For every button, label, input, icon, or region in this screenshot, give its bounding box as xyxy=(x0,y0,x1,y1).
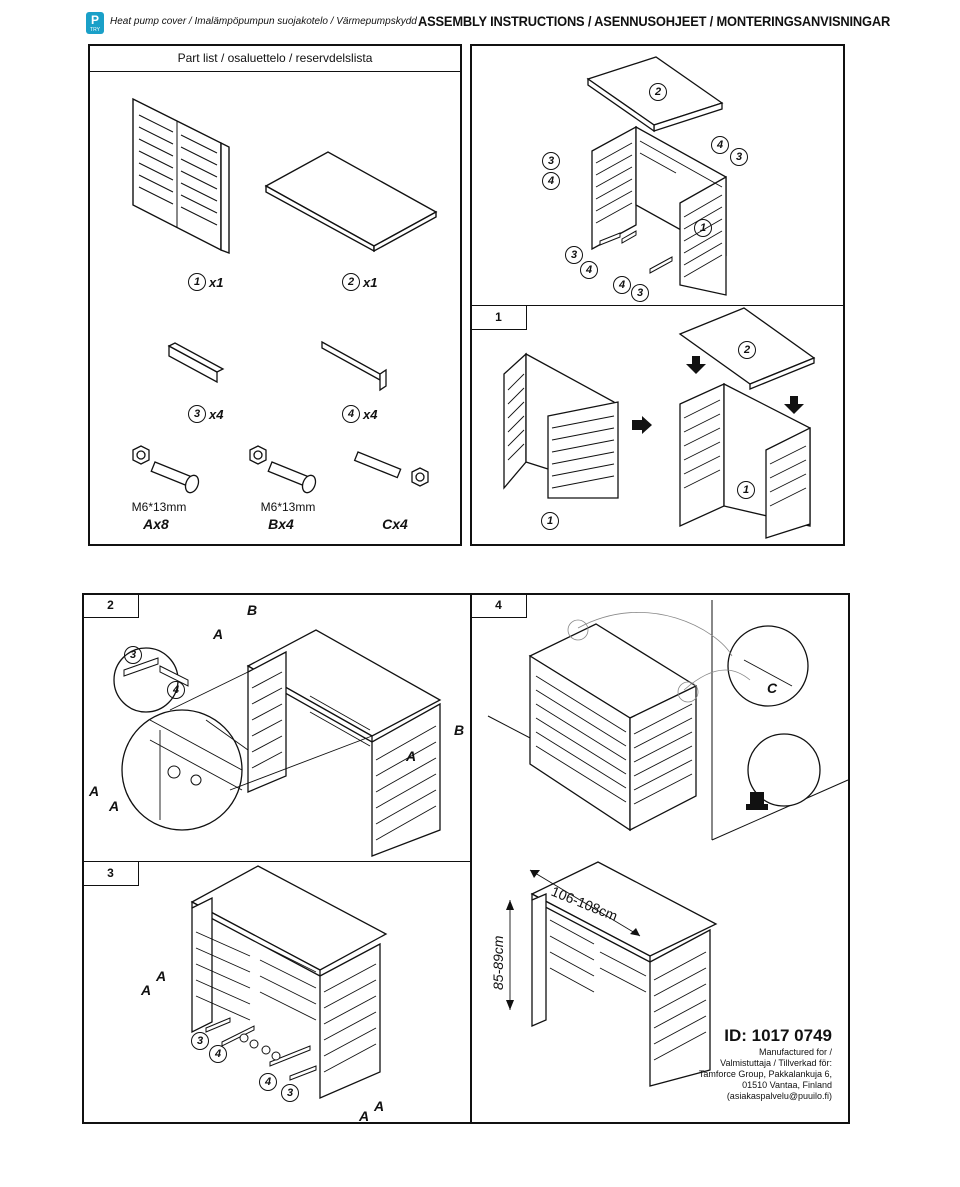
part-list-title: Part list / osaluettelo / reservdelslist… xyxy=(177,51,373,65)
mfr-line-2: Valmistuttaja / Tillverkad för: xyxy=(720,1058,832,1068)
step-1-callout-2: 2 xyxy=(738,341,756,359)
step-3-callout-4a: 4 xyxy=(209,1045,227,1063)
part-3-bracket-drawing xyxy=(167,342,225,384)
step-3-callout-3a: 3 xyxy=(191,1032,209,1050)
step-1-callout-1a: 1 xyxy=(541,512,559,530)
exploded-callout-4c: 4 xyxy=(580,261,598,279)
mfr-line-5: (asiakaspalvelu@puuilo.fi) xyxy=(726,1091,832,1101)
step-2-label-a-left2: A xyxy=(108,798,120,814)
part-3-number: 3 xyxy=(188,405,206,423)
logo-letter: P xyxy=(90,13,99,27)
step-1-callout-1b: 1 xyxy=(737,481,755,499)
part-3-qty: x4 xyxy=(209,406,224,422)
step-2-callout-3: 3 xyxy=(124,646,142,664)
step-2-label-a-left: A xyxy=(88,783,100,799)
page-title: ASSEMBLY INSTRUCTIONS / ASENNUSOHJEET / … xyxy=(418,13,891,29)
exploded-callout-4d: 4 xyxy=(613,276,631,294)
exploded-callout-3b: 3 xyxy=(730,148,748,166)
step-2-label-a-top: A xyxy=(212,626,224,642)
step-3-label-a-3: A xyxy=(373,1098,385,1114)
part-list-title-divider xyxy=(89,71,461,72)
exploded-callout-3a: 3 xyxy=(542,152,560,170)
step-2-tab: 2 xyxy=(83,594,139,618)
step-3-drawing xyxy=(190,865,388,1099)
part-2-roof-drawing xyxy=(264,151,438,253)
part-list-panel xyxy=(88,44,462,546)
hardware-c-code: Cx4 xyxy=(382,516,408,532)
step-4-tab: 4 xyxy=(471,594,527,618)
step-4-dimensions-drawing xyxy=(506,861,718,1087)
step-1-arrow-icon xyxy=(632,416,652,434)
step-4-panel xyxy=(470,593,850,1124)
hardware-a-code: Ax8 xyxy=(143,516,169,532)
step-2-label-a-right: A xyxy=(405,748,417,764)
step-2-callout-4: 4 xyxy=(167,681,185,699)
part-1-qty: x1 xyxy=(209,274,224,290)
product-id: ID: 1017 0749 xyxy=(724,1026,832,1045)
mfr-line-3: Tamforce Group, Pakkalankuja 6, xyxy=(698,1069,832,1079)
exploded-view-panel xyxy=(470,44,845,546)
step-1-tab: 1 xyxy=(471,306,527,330)
steps-2-3-divider xyxy=(83,861,471,862)
step-3-callout-4b: 4 xyxy=(259,1073,277,1091)
exploded-callout-3d: 3 xyxy=(631,284,649,302)
product-subtitle: Heat pump cover / Imalämpöpumpun suojako… xyxy=(110,16,417,27)
exploded-callout-1: 1 xyxy=(694,219,712,237)
mfr-line-1: Manufactured for / xyxy=(758,1047,832,1057)
height-dimension: 85-89cm xyxy=(490,935,506,990)
hardware-c-anchor-drawing xyxy=(353,451,429,487)
step-4-wall-mount-drawing xyxy=(487,600,849,841)
hardware-b-size: M6*13mm xyxy=(260,500,316,514)
part-1-side-panel-drawing xyxy=(132,97,230,255)
part-1-number: 1 xyxy=(188,273,206,291)
step-1-unfolded-panels-drawing xyxy=(503,352,619,499)
part-2-number: 2 xyxy=(342,273,360,291)
step-3-label-a-4: A xyxy=(358,1108,370,1124)
step-4-label-c: C xyxy=(766,680,778,696)
part-4-number: 4 xyxy=(342,405,360,423)
part-4-qty: x4 xyxy=(363,406,378,422)
logo-sub: TRY xyxy=(90,27,100,33)
step-3-label-a-2: A xyxy=(140,982,152,998)
mfr-line-4: 01510 Vantaa, Finland xyxy=(742,1080,832,1090)
step-3-tab: 3 xyxy=(83,862,139,886)
step-3-callout-3b: 3 xyxy=(281,1084,299,1102)
step-3-label-a-1: A xyxy=(155,968,167,984)
exploded-callout-3c: 3 xyxy=(565,246,583,264)
hardware-a-bolt-drawing xyxy=(132,445,200,494)
step-2-drawing xyxy=(113,629,442,857)
exploded-step1-divider xyxy=(471,305,844,306)
part-2-qty: x1 xyxy=(363,274,378,290)
hardware-a-size: M6*13mm xyxy=(131,500,187,514)
hardware-b-code: Bx4 xyxy=(268,516,294,532)
brand-logo: P TRY xyxy=(86,12,104,34)
step-2-label-b-right: B xyxy=(453,722,465,738)
exploded-callout-4b: 4 xyxy=(711,136,729,154)
exploded-callout-2: 2 xyxy=(649,83,667,101)
hardware-b-bolt-drawing xyxy=(249,445,317,494)
step-2-label-b-top: B xyxy=(246,602,258,618)
part-4-bracket-drawing xyxy=(321,340,387,392)
exploded-callout-4a: 4 xyxy=(542,172,560,190)
